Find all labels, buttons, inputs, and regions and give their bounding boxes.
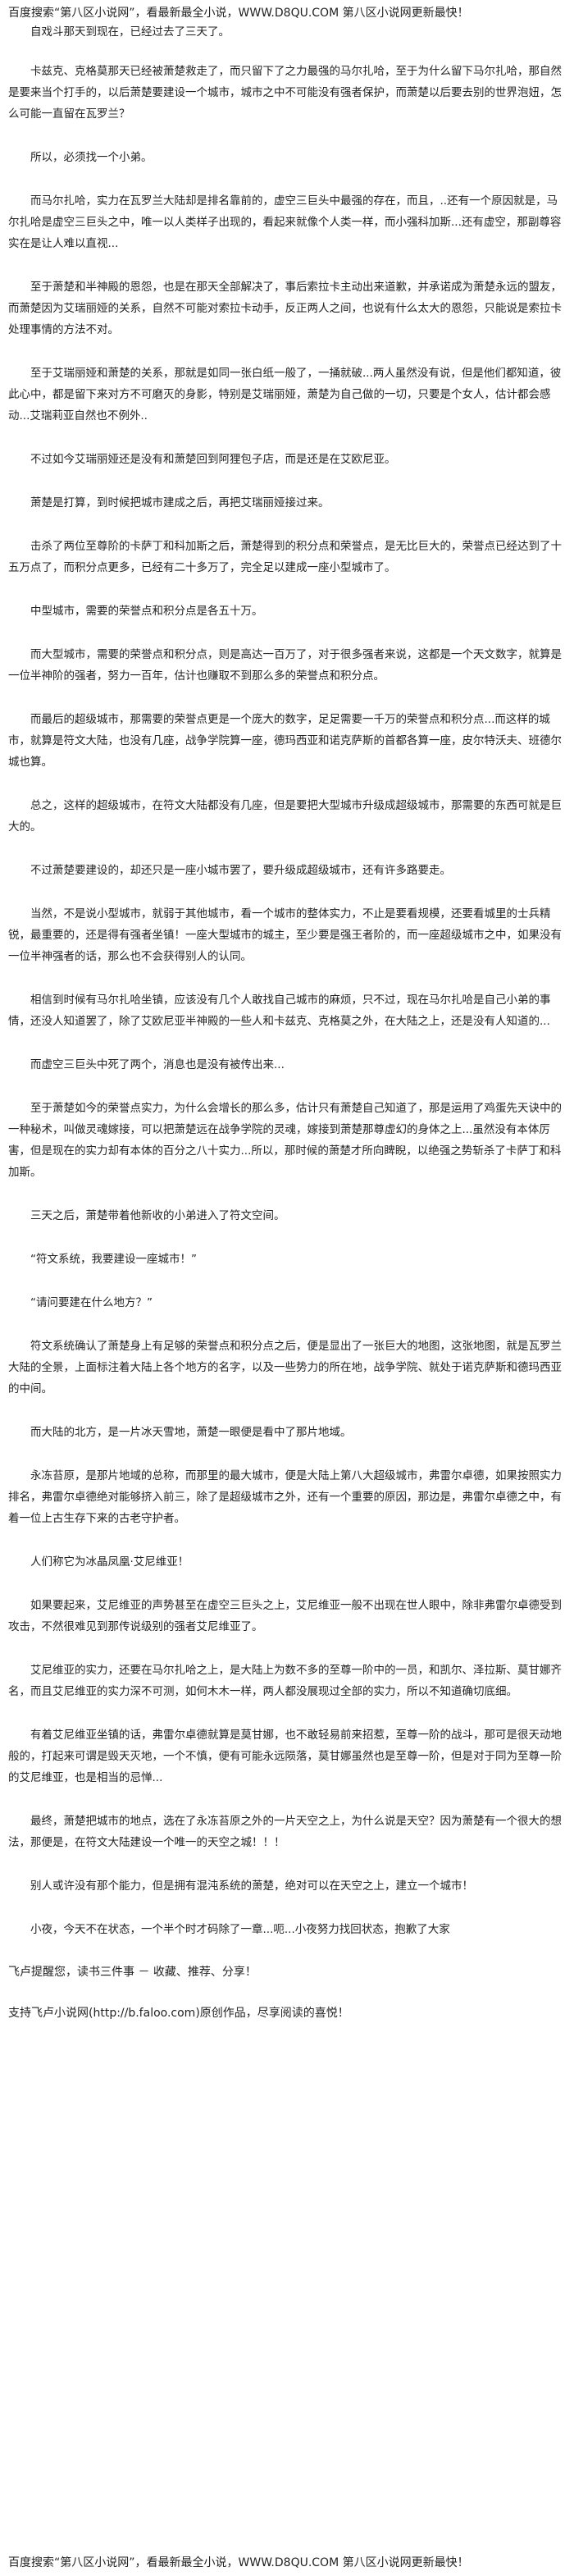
paragraph: 永冻苔原，是那片地域的总称，而那里的最大城市，便是大陆上第八大超级城市，弗雷尔卓…	[8, 1469, 562, 1525]
paragraph: 击杀了两位至尊阶的卡萨丁和科加斯之后，萧楚得到的积分点和荣誉点，是无比巨大的，荣…	[8, 540, 562, 574]
paragraph: 而马尔扎哈，实力在瓦罗兰大陆却是排名靠前的，虚空三巨头中最强的存在，而且，..还…	[8, 194, 562, 250]
paragraph: 自戏斗那天到现在，已经过去了三天了。	[30, 25, 230, 39]
paragraph: 不过萧楚要建设的，却还只是一座小城市罢了，要升级成超级城市，还有许多路要走。	[30, 864, 451, 877]
footer-reminder: 飞卢提醒您，读书三件事 － 收藏、推荐、分享！	[8, 1966, 257, 1979]
paragraph: 不过如今艾瑞丽娅还是没有和萧楚回到阿狸包子店，而是还是在艾欧尼亚。	[30, 453, 396, 466]
paragraph: “符文系统，我要建设一座城市！”	[30, 1253, 197, 1266]
paragraph: 小夜，今天不在状态，一个半个时才码除了一章...呃...小夜努力找回状态，抱歉了…	[30, 1923, 450, 1936]
paragraph: 所以，必须找一个小弟。	[30, 151, 153, 164]
footer-support: 支持飞卢小说网(http://b.faloo.com)原创作品，尽享阅读的喜悦！	[8, 2007, 349, 2020]
paragraph: 至于萧楚和半神殿的恩怨，也是在那天全部解决了，事后索拉卡主动出来道歉，并承诺成为…	[8, 281, 562, 336]
paragraph: 萧楚是打算，到时候把城市建成之后，再把艾瑞丽娅接过来。	[30, 496, 330, 509]
bottom-banner: 百度搜索“第八区小说网”，看最新最全小说，WWW.D8QU.COM 第八区小说网…	[8, 2556, 469, 2569]
paragraph: 别人或许没有那个能力，但是拥有混沌系统的萧楚，绝对可以在天空之上，建立一个城市！	[30, 1879, 473, 1893]
paragraph: 总之，这样的超级城市，在符文大陆都没有几座，但是要把大型城市升级成超级城市，那需…	[8, 799, 562, 834]
paragraph: 而最后的超级城市，那需要的荣誉点更是一个庞大的数字，足足需要一千万的荣誉点和积分…	[8, 713, 562, 769]
paragraph: 中型城市，需要的荣誉点和积分点是各五十万。	[30, 605, 263, 618]
footer-notes: 飞卢提醒您，读书三件事 － 收藏、推荐、分享！ 支持飞卢小说网(http://b…	[8, 1962, 566, 2023]
paragraph: 符文系统确认了萧楚身上有足够的荣誉点和积分点之后，便是显出了一张巨大的地图，这张…	[8, 1340, 562, 1395]
chapter-content: 自戏斗那天到现在，已经过去了三天了。 卡兹克、克格莫那天已经被萧楚救走了，而只留…	[8, 21, 566, 1940]
paragraph: 三天之后，萧楚带着他新收的小弟进入了符文空间。	[30, 1209, 285, 1222]
top-banner: 百度搜索“第八区小说网”，看最新最全小说，WWW.D8QU.COM 第八区小说网…	[8, 7, 469, 20]
paragraph: 而大型城市，需要的荣誉点和积分点，则是高达一百万了，对于很多强者来说，这都是一个…	[8, 648, 562, 683]
paragraph: 人们称它为冰晶凤凰·艾尼维亚！	[30, 1555, 189, 1569]
paragraph: 而大陆的北方，是一片冰天雪地，萧楚一眼便是看中了那片地域。	[30, 1426, 352, 1439]
paragraph: 艾尼维亚的实力，还要在马尔扎哈之上，是大陆上为数不多的至尊一阶中的一员，和凯尔、…	[8, 1664, 562, 1698]
paragraph: 当然，不是说小型城市，就弱于其他城市，看一个城市的整体实力，不止是要看规模，还要…	[8, 907, 562, 963]
paragraph: 而虚空三巨头中死了两个，消息也是没有被传出来...	[30, 1058, 285, 1071]
paragraph: 至于艾瑞丽娅和萧楚的关系，那就是如同一张白纸一般了，一捅就破...两人虽然没有说…	[8, 367, 562, 422]
paragraph: 相信到时候有马尔扎哈坐镇，应该没有几个人敢找自己城市的麻烦，只不过，现在马尔扎哈…	[8, 993, 551, 1028]
paragraph: 至于萧楚如今的荣誉点实力，为什么会增长的那么多，估计只有萧楚自己知道了，那是运用…	[8, 1102, 562, 1179]
paragraph: 有着艾尼维亚坐镇的话，弗雷尔卓德就算是莫甘娜，也不敢轻易前来招惹，至尊一阶的战斗…	[8, 1729, 562, 1784]
paragraph: 最终，萧楚把城市的地点，选在了永冻苔原之外的一片天空之上，为什么说是天空？因为萧…	[8, 1815, 562, 1849]
paragraph: “请问要建在什么地方？”	[30, 1296, 153, 1309]
paragraph: 如果要起来，艾尼维亚的声势甚至在虚空三巨头之上，艾尼维亚一般不出现在世人眼中，除…	[8, 1599, 562, 1633]
paragraph: 卡兹克、克格莫那天已经被萧楚救走了，而只留下了之力最强的马尔扎哈，至于为什么留下…	[8, 65, 562, 121]
